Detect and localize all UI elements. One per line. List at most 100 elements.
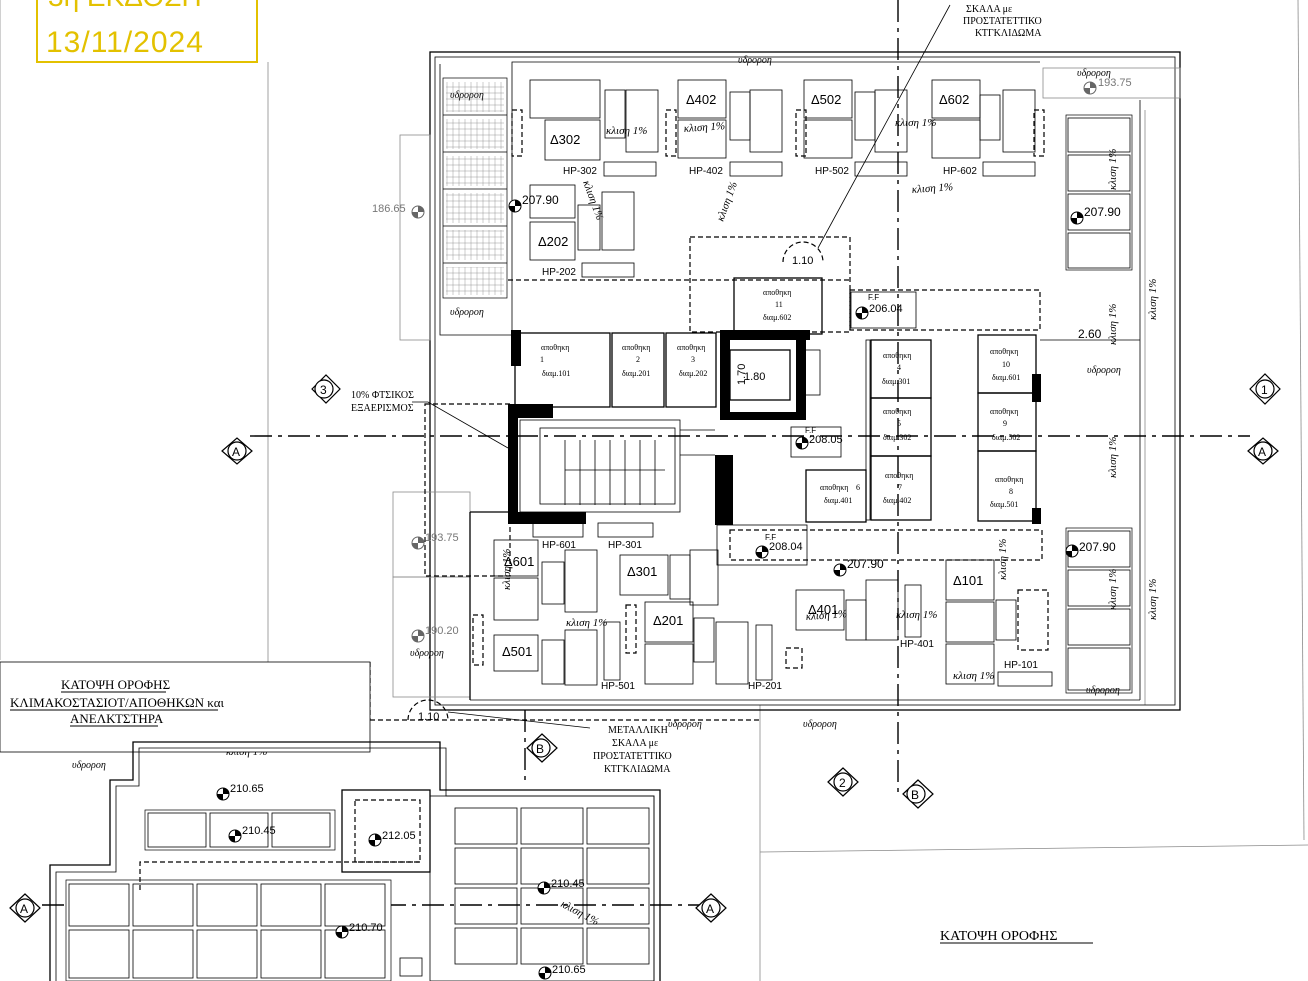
level-marker: 210.45 (228, 825, 276, 843)
slope-label: κλιση 1% (559, 898, 601, 928)
axis-marker-1: 1 (1249, 373, 1281, 405)
dimension-value: 1.10 (792, 255, 813, 267)
storage-labels: αποθηκη 1 διαμ.101 αποθηκη 2 διαμ.201 απ… (540, 288, 1023, 509)
level-value: 207.90 (522, 193, 559, 207)
slope-label: κλιση 1% (566, 617, 607, 629)
slope-label: κλιση 1% (683, 120, 725, 135)
unit-label: Δ101 (953, 573, 983, 588)
hp-label: HP-502 (815, 166, 849, 177)
storage-6: αποθηκη 6 διαμ.401 (820, 483, 860, 505)
slope-label: κλιση 1% (1107, 304, 1119, 345)
unit-label: Δ201 (653, 613, 683, 628)
level-value: 190.20 (425, 625, 459, 637)
storage-number: 9 (1003, 419, 1007, 428)
storage-title: αποθηκη (677, 343, 705, 352)
slope-label: κλιση 1% (1107, 149, 1119, 190)
unit-label: Δ402 (686, 92, 716, 107)
ladder-note-top: ΣΚΑΛΑ με ΠΡΟΣΤΑΤΕΤΤΙΚΟ ΚΤΓΚΛΙΔΩΜΑ (782, 4, 1042, 263)
storage-unit: διαμ.401 (824, 496, 852, 505)
ladder-note-bottom: ΜΕΤΑΛΛΙΚΗ ΣΚΑΛΑ με ΠΡΟΣΤΑΤΕΤΤΙΚΟ ΚΤΓΚΛΙΔ… (407, 699, 672, 775)
note-line: ΠΡΟΣΤΑΤΕΤΤΙΚΟ (963, 16, 1042, 27)
slope-label: κλιση 1% (911, 181, 953, 196)
slope-label: κλιση 1% (1147, 279, 1159, 320)
title-line: ΚΛΙΜΑΚΟΣΤΑΣΙΟΤ/ΑΠΟΘΗΚΩΝ και (10, 695, 225, 710)
storage-unit: διαμ.201 (622, 369, 650, 378)
stamp-date: 13/11/2024 (46, 26, 204, 59)
slope-label: κλιση 1% (997, 539, 1009, 580)
dimension-value: 1.10 (418, 711, 439, 723)
axis-marker-a-right: A (1247, 437, 1279, 465)
unit-labels: Δ302 Δ402 Δ502 Δ602 Δ202 Δ601 Δ301 Δ201 … (502, 92, 983, 659)
drain-label: υδροροη (450, 90, 484, 101)
hp-label: HP-301 (608, 540, 642, 551)
level-value: 208.05 (809, 434, 843, 446)
level-marker: 193.75 (1083, 77, 1132, 95)
level-marker: 207.90 (833, 557, 884, 577)
level-value: 207.90 (1084, 205, 1121, 219)
hp-label: HP-202 (542, 267, 576, 278)
hp-label: HP-601 (542, 540, 576, 551)
ac-units-bottom (472, 539, 1053, 687)
level-marker: 210.65 (538, 964, 586, 980)
axis-marker-a-left: A (221, 437, 253, 465)
level-marker: 210.65 (216, 783, 264, 801)
level-value: 193.75 (425, 532, 459, 544)
slope-label: κλιση 1% (895, 117, 936, 129)
title-line: ΚΑΤΟΨΗ ΟΡΟΦΗΣ (61, 677, 170, 692)
storage-unit: διαμ.501 (990, 500, 1018, 509)
level-marker: 207.90 (1065, 540, 1116, 558)
storage-number: 11 (775, 300, 783, 309)
storage-title: αποθηκη (990, 347, 1018, 356)
level-value: 210.65 (552, 964, 586, 976)
drain-label: υδροροη (668, 719, 702, 730)
drain-label: υδροροη (738, 55, 772, 66)
slope-label: κλιση 1% (953, 670, 994, 682)
storage-number: 5 (897, 419, 901, 428)
drain-label: υδροροη (803, 719, 837, 730)
vent-note: 10% ΦΤΣΙΚΟΣ ΕΞΑΕΡΙΣΜΟΣ (351, 390, 509, 449)
ff-label: F.F (868, 293, 879, 302)
storage-number: 2 (636, 355, 640, 364)
level-value: 210.45 (551, 878, 585, 890)
drain-label: υδροροη (410, 648, 444, 659)
drain-label: υδροροη (1087, 365, 1121, 376)
storage-unit: διαμ.602 (763, 313, 791, 322)
note-line: ΣΚΑΛΑ με (612, 738, 658, 749)
storage-title: αποθηκη (995, 475, 1023, 484)
note-line: ΕΞΑΕΡΙΣΜΟΣ (351, 403, 414, 414)
stair-core (424, 236, 1043, 577)
hp-labels: HP-302 HP-402 HP-502 HP-602 HP-202 HP-60… (542, 166, 1038, 692)
level-value: 210.70 (349, 922, 383, 934)
storage-number: 8 (1009, 487, 1013, 496)
roof-plan-title: ΚΑΤΟΨΗ ΟΡΟΦΗΣ (940, 929, 1093, 944)
storage-unit: διαμ.301 (882, 377, 910, 386)
storage-title: αποθηκη (763, 288, 791, 297)
axis-label: A (706, 902, 714, 916)
level-value: 207.90 (847, 557, 884, 571)
axis-marker-b-bottom: B (902, 779, 934, 809)
storage-unit: διαμ.601 (992, 373, 1020, 382)
axis-label: B (911, 788, 919, 802)
storage-unit: διαμ.202 (679, 369, 707, 378)
slope-label: κλιση 1% (501, 549, 513, 590)
ac-units-top (511, 79, 1045, 278)
storage-11: αποθηκη 11 διαμ.602 (763, 288, 791, 322)
stair-plan-levels: 210.65 210.45 212.05 210.45 210.70 210.6… (216, 783, 586, 980)
storage-title: αποθηκη (990, 407, 1018, 416)
unit-label: Δ202 (538, 234, 568, 249)
ff-label: F.F (765, 533, 776, 542)
hp-label: HP-602 (943, 166, 977, 177)
level-markers: 207.90 207.90 207.90 207.90 186.65 193.7… (372, 77, 1132, 643)
storage-unit: διαμ.101 (542, 369, 570, 378)
stair-plan-drawing (49, 741, 661, 981)
level-marker: 207.90 (508, 193, 559, 213)
level-value: 210.45 (242, 825, 276, 837)
storage-5: αποθηκη 5 διαμ.302 (883, 407, 911, 442)
storage-9: αποθηκη 9 διαμ.502 (990, 407, 1020, 442)
storage-number: 3 (691, 355, 695, 364)
storage-number: 10 (1002, 360, 1010, 369)
title-line: ΚΑΤΟΨΗ ΟΡΟΦΗΣ (940, 929, 1058, 944)
storage-1: αποθηκη 1 διαμ.101 (540, 343, 570, 378)
note-line: ΠΡΟΣΤΑΤΕΤΤΙΚΟ (593, 751, 672, 762)
